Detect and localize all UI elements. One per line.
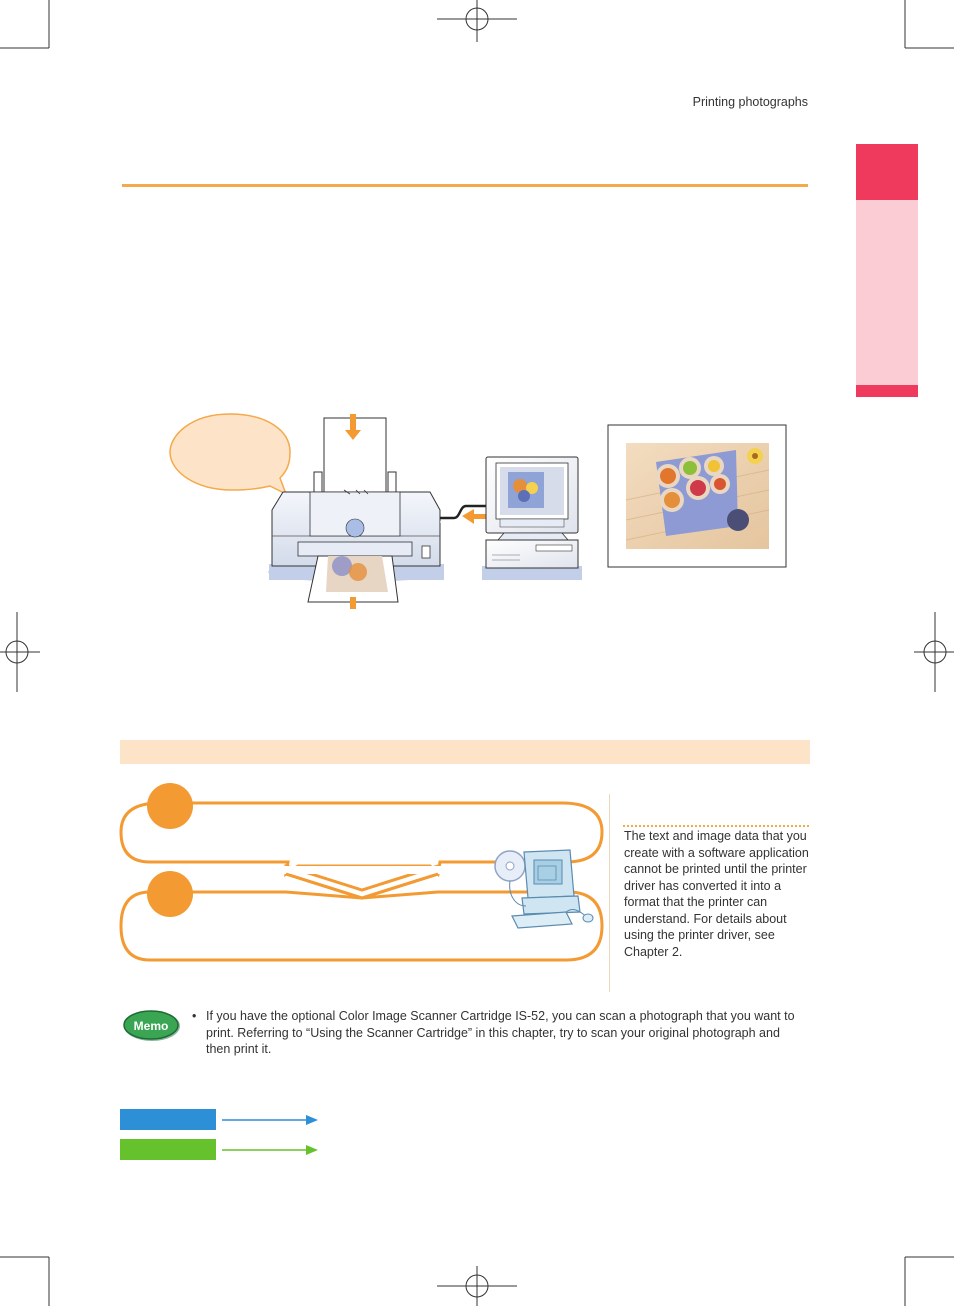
side-note-dotted-rule (623, 825, 809, 827)
registration-mark-right (914, 612, 954, 692)
registration-mark-left (0, 612, 40, 692)
printer-illustration (268, 414, 444, 609)
registration-mark-bottom (437, 1266, 517, 1306)
chapter-tab-middle (856, 200, 918, 385)
memo-note: • If you have the optional Color Image S… (192, 1008, 804, 1058)
chapter-tab-bottom (856, 385, 918, 397)
memo-badge-label: Memo (134, 1019, 169, 1033)
memo-bullet: • (192, 1009, 197, 1023)
registration-mark-top (437, 0, 517, 42)
section-title: Printing photographs (692, 95, 808, 109)
side-note-text: The text and image data that you create … (624, 829, 809, 959)
section-header-band (120, 740, 810, 764)
photo-illustration (607, 424, 787, 568)
legend-arrow-blue (222, 1115, 318, 1125)
legend-bar-blue (120, 1109, 216, 1130)
speech-bubble (169, 413, 291, 496)
computer-clipart-icon (494, 849, 594, 929)
computer-illustration (482, 456, 582, 580)
legend-bar-green (120, 1139, 216, 1160)
title-rule (122, 184, 808, 187)
chapter-tab-top (856, 144, 918, 200)
side-column-divider (609, 794, 610, 992)
legend-arrow-green (222, 1145, 318, 1155)
step-1-circle (147, 783, 193, 829)
memo-text: If you have the optional Color Image Sca… (206, 1009, 795, 1056)
step-2-box (119, 890, 604, 962)
step-2-circle (147, 871, 193, 917)
cable-connection (440, 504, 488, 524)
